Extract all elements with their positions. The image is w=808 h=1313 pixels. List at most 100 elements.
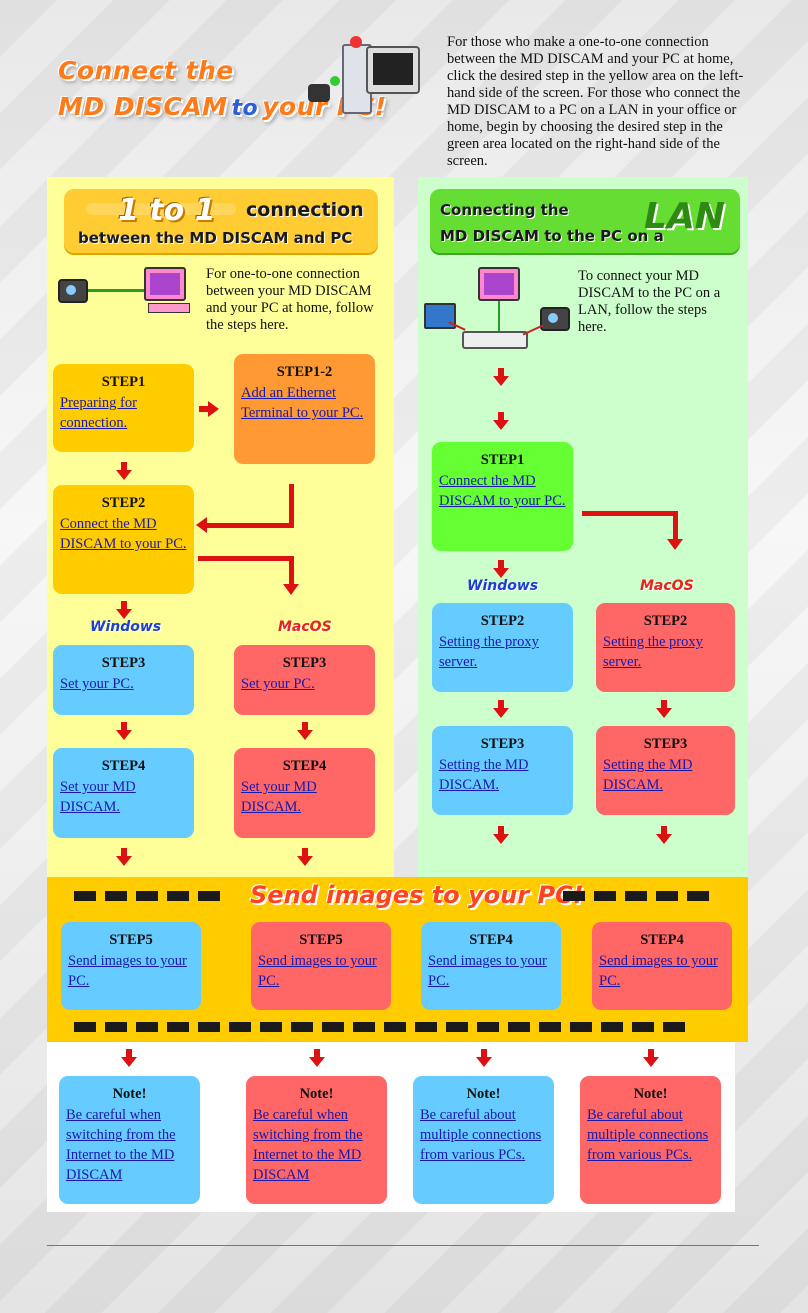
connector-line xyxy=(289,484,294,528)
lan-header-big: LAN xyxy=(644,196,725,237)
note-link-4[interactable]: Be careful about multiple connections fr… xyxy=(587,1107,709,1163)
step-label: STEP5 xyxy=(299,932,343,948)
left-step4-mac-link[interactable]: Set your MD DISCAM. xyxy=(241,779,317,815)
arrow-down-icon xyxy=(116,848,132,866)
arrow-left-icon xyxy=(196,517,207,533)
header-subtitle: between the MD DISCAM and PC xyxy=(78,229,353,247)
note-link-3[interactable]: Be careful about multiple connections fr… xyxy=(420,1107,542,1163)
right-step2-win-box[interactable]: STEP2 Setting the proxy server. xyxy=(432,603,573,692)
right-step1-box[interactable]: STEP1 Connect the MD DISCAM to your PC. xyxy=(432,442,573,551)
router-icon xyxy=(462,331,528,349)
dash-divider xyxy=(74,1022,685,1032)
right-step2-mac-link[interactable]: Setting the proxy server. xyxy=(603,634,703,670)
lan-description: To connect your MD DISCAM to the PC on a… xyxy=(578,268,721,335)
lan-header-line2: MD DISCAM to the PC on a xyxy=(440,227,664,245)
send-box-4[interactable]: STEP4 Send images to your PC. xyxy=(592,922,732,1010)
send-images-title: Send images to your PC! xyxy=(250,881,584,909)
arrow-down-icon xyxy=(656,700,672,718)
left-windows-label: Windows xyxy=(90,619,162,635)
send-link-3[interactable]: Send images to your PC. xyxy=(428,953,547,989)
arrow-down-icon xyxy=(116,722,132,740)
arrow-down-icon xyxy=(283,584,299,595)
note-box-3[interactable]: Note! Be careful about multiple connecti… xyxy=(413,1076,554,1204)
arrow-down-icon xyxy=(493,412,509,430)
left-step3-mac-box[interactable]: STEP3 Set your PC. xyxy=(234,645,375,715)
one-to-one-illustration-icon xyxy=(52,263,202,323)
title-to: to xyxy=(231,96,259,121)
note-link-2[interactable]: Be careful when switching from the Inter… xyxy=(253,1107,363,1183)
note-box-2[interactable]: Note! Be careful when switching from the… xyxy=(246,1076,387,1204)
arrow-down-icon xyxy=(116,601,132,619)
right-step1-link[interactable]: Connect the MD DISCAM to your PC. xyxy=(439,473,566,509)
note-box-4[interactable]: Note! Be careful about multiple connecti… xyxy=(580,1076,721,1204)
step-label: STEP1-2 xyxy=(276,364,333,380)
right-step3-win-box[interactable]: STEP3 Setting the MD DISCAM. xyxy=(432,726,573,815)
arrow-right-icon xyxy=(199,401,219,417)
right-step3-mac-link[interactable]: Setting the MD DISCAM. xyxy=(603,757,693,793)
header-decoration xyxy=(86,203,236,215)
pc-illustration-icon xyxy=(300,32,430,122)
intro-text: For those who make a one-to-one connecti… xyxy=(447,34,744,169)
step-label: STEP2 xyxy=(480,613,525,629)
left-step1-link[interactable]: Preparing for connection. xyxy=(60,395,137,431)
note-link-1[interactable]: Be careful when switching from the Inter… xyxy=(66,1107,176,1183)
right-step3-win-link[interactable]: Setting the MD DISCAM. xyxy=(439,757,529,793)
bottom-divider xyxy=(47,1245,759,1246)
left-step4-win-box[interactable]: STEP4 Set your MD DISCAM. xyxy=(53,748,194,838)
arrow-down-icon xyxy=(493,560,509,578)
dash-divider xyxy=(563,891,709,901)
title-line1: Connect the xyxy=(58,56,234,85)
lan-header xyxy=(430,189,740,253)
one-to-one-description: For one-to-one connection between your M… xyxy=(206,266,374,333)
header-connection: connection xyxy=(246,199,364,221)
send-box-3[interactable]: STEP4 Send images to your PC. xyxy=(421,922,561,1010)
step-label: STEP1 xyxy=(480,452,525,468)
connector-line xyxy=(206,523,294,528)
note-box-1[interactable]: Note! Be careful when switching from the… xyxy=(59,1076,200,1204)
step-label: STEP3 xyxy=(282,655,327,671)
left-step2-link[interactable]: Connect the MD DISCAM to your PC. xyxy=(60,516,187,552)
arrow-down-icon xyxy=(116,462,132,480)
arrow-down-icon xyxy=(309,1049,325,1067)
note-title: Note! xyxy=(112,1086,147,1102)
arrow-down-icon xyxy=(476,1049,492,1067)
connector-line xyxy=(582,511,678,516)
left-macos-label: MacOS xyxy=(278,619,332,635)
right-step2-mac-box[interactable]: STEP2 Setting the proxy server. xyxy=(596,603,735,692)
connector-line xyxy=(289,556,294,586)
laptop-icon xyxy=(424,303,456,329)
step-label: STEP5 xyxy=(109,932,153,948)
send-link-2[interactable]: Send images to your PC. xyxy=(258,953,377,989)
left-step2-box[interactable]: STEP2 Connect the MD DISCAM to your PC. xyxy=(53,485,194,594)
right-macos-label: MacOS xyxy=(640,578,694,594)
send-link-4[interactable]: Send images to your PC. xyxy=(599,953,718,989)
step-label: STEP4 xyxy=(469,932,513,948)
right-step2-win-link[interactable]: Setting the proxy server. xyxy=(439,634,539,670)
connector-line xyxy=(673,511,678,541)
header-1to1: 1 to 1 xyxy=(118,193,216,228)
right-step3-mac-box[interactable]: STEP3 Setting the MD DISCAM. xyxy=(596,726,735,815)
left-step4-mac-box[interactable]: STEP4 Set your MD DISCAM. xyxy=(234,748,375,838)
one-to-one-header xyxy=(64,189,378,253)
left-step1-2-box[interactable]: STEP1-2 Add an Ethernet Terminal to your… xyxy=(234,354,375,464)
step-label: STEP1 xyxy=(101,374,146,390)
step-label: STEP2 xyxy=(643,613,688,629)
send-box-2[interactable]: STEP5 Send images to your PC. xyxy=(251,922,391,1010)
connector-line xyxy=(198,556,294,561)
arrow-down-icon xyxy=(121,1049,137,1067)
dash-divider xyxy=(74,891,220,901)
step-label: STEP4 xyxy=(640,932,684,948)
step-label: STEP2 xyxy=(101,495,146,511)
send-box-1[interactable]: STEP5 Send images to your PC. xyxy=(61,922,201,1010)
arrow-down-icon xyxy=(297,722,313,740)
left-step1-box[interactable]: STEP1 Preparing for connection. xyxy=(53,364,194,452)
arrow-down-icon xyxy=(493,368,509,386)
left-step4-win-link[interactable]: Set your MD DISCAM. xyxy=(60,779,136,815)
step-label: STEP4 xyxy=(282,758,327,774)
left-step3-win-box[interactable]: STEP3 Set your PC. xyxy=(53,645,194,715)
left-step3-win-link[interactable]: Set your PC. xyxy=(60,676,134,692)
left-step1-2-link[interactable]: Add an Ethernet Terminal to your PC. xyxy=(241,385,364,421)
left-step3-mac-link[interactable]: Set your PC. xyxy=(241,676,315,692)
send-link-1[interactable]: Send images to your PC. xyxy=(68,953,187,989)
note-title: Note! xyxy=(299,1086,334,1102)
